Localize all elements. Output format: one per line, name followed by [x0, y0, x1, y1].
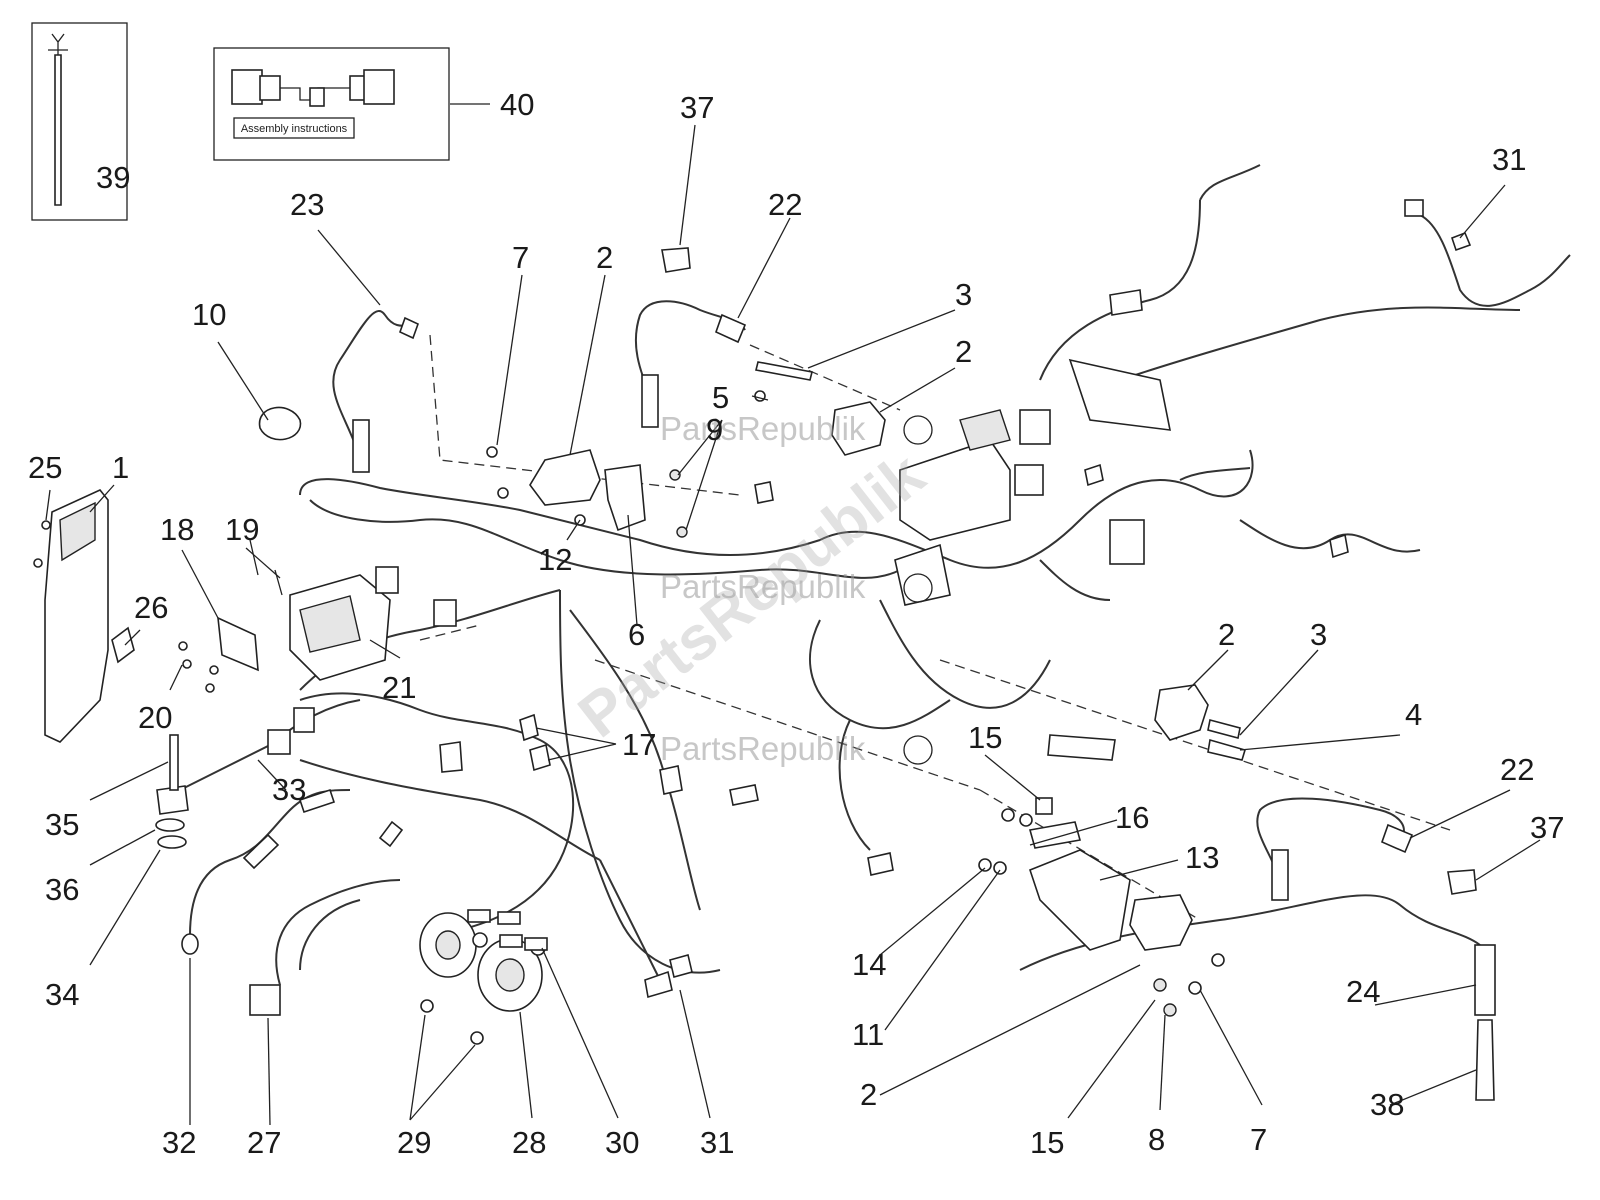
abs-unit — [178, 539, 457, 693]
clamp — [258, 406, 302, 441]
alignment-lines — [419, 334, 1451, 921]
callout-24: 24 — [1346, 974, 1380, 1009]
watermark-text-3: PartsRepublik — [660, 730, 866, 767]
callout-10: 10 — [192, 297, 226, 332]
callout-23: 23 — [290, 187, 324, 222]
callout-7-top: 7 — [512, 240, 529, 275]
sensor-17 — [439, 713, 683, 795]
ignition-coil-left — [486, 446, 688, 538]
callout-15-bottom: 15 — [1030, 1125, 1064, 1160]
callout-5: 5 — [712, 380, 729, 415]
callout-26: 26 — [134, 590, 168, 625]
callout-2-bottom: 2 — [860, 1077, 877, 1112]
callout-40: 40 — [500, 87, 534, 122]
speed-sensor — [155, 699, 361, 849]
callout-29: 29 — [397, 1125, 431, 1160]
callout-2-right: 2 — [1218, 617, 1235, 652]
ignition-coil-top — [754, 361, 886, 456]
callout-3-right: 3 — [1310, 617, 1327, 652]
callout-31-bottom: 31 — [700, 1125, 734, 1160]
ht-lead-left — [332, 310, 419, 473]
lambda-sensor — [181, 788, 351, 955]
callout-28: 28 — [512, 1125, 546, 1160]
ht-lead-right — [1019, 797, 1496, 1101]
main-harness — [299, 164, 1521, 981]
callout-34: 34 — [45, 977, 79, 1012]
callout-17: 17 — [622, 727, 656, 762]
callout-4: 4 — [1405, 697, 1422, 732]
callout-33: 33 — [272, 772, 306, 807]
callout-36: 36 — [45, 872, 79, 907]
callout-38: 38 — [1370, 1087, 1404, 1122]
callout-35: 35 — [45, 807, 79, 842]
callout-1: 1 — [112, 450, 129, 485]
callout-37-top: 37 — [680, 90, 714, 125]
callout-15-top: 15 — [968, 720, 1002, 755]
misc-connectors — [275, 289, 1349, 986]
ignition-coil-right — [1154, 684, 1246, 761]
callout-32: 32 — [162, 1125, 196, 1160]
callout-12: 12 — [538, 542, 572, 577]
callout-30: 30 — [605, 1125, 639, 1160]
callout-3-top: 3 — [955, 277, 972, 312]
callout-18: 18 — [160, 512, 194, 547]
callout-11: 11 — [852, 1017, 884, 1052]
connector-31-right — [1404, 199, 1571, 307]
callout-19: 19 — [225, 512, 259, 547]
assembly-instructions-label: Assembly instructions — [241, 123, 348, 135]
callout-27: 27 — [247, 1125, 281, 1160]
callout-37-right: 37 — [1530, 810, 1564, 845]
callout-13: 13 — [1185, 840, 1219, 875]
connector-31-left — [644, 954, 693, 999]
gear-icon — [903, 735, 933, 765]
callout-20: 20 — [138, 700, 172, 735]
leader-lines — [45, 103, 1541, 1126]
callout-22-right: 22 — [1500, 752, 1534, 787]
callout-6: 6 — [628, 617, 645, 652]
adapter-kit-box: Assembly instructions — [213, 47, 450, 161]
callout-39: 39 — [96, 160, 130, 195]
callout-25: 25 — [28, 450, 62, 485]
callout-22-top: 22 — [768, 187, 802, 222]
callout-16: 16 — [1115, 800, 1149, 835]
horns — [419, 909, 548, 1045]
watermark-text-1: PartsRepublik — [660, 410, 866, 447]
callout-2-mid: 2 — [955, 334, 972, 369]
cable-tie-box — [31, 22, 128, 221]
callout-labels: 39 40 37 22 23 31 7 2 3 10 2 5 9 25 1 18… — [28, 87, 1564, 1160]
callout-8: 8 — [1148, 1122, 1165, 1157]
fuse-box — [894, 358, 1172, 606]
watermark-text-2: PartsRepublik — [660, 568, 866, 605]
callout-7-bottom: 7 — [1250, 1122, 1267, 1157]
assembly-instructions-tag — [233, 117, 355, 139]
callout-14: 14 — [852, 947, 886, 982]
battery-cover — [33, 489, 135, 743]
ht-lead-top — [634, 247, 747, 428]
callout-9: 9 — [706, 412, 723, 447]
callout-31-top: 31 — [1492, 142, 1526, 177]
relay — [249, 984, 281, 1016]
callout-2-top: 2 — [596, 240, 613, 275]
gear-icon — [903, 573, 933, 603]
gear-icon — [903, 415, 933, 445]
coil-bracket-lower — [978, 797, 1225, 1017]
callout-21: 21 — [382, 670, 416, 705]
